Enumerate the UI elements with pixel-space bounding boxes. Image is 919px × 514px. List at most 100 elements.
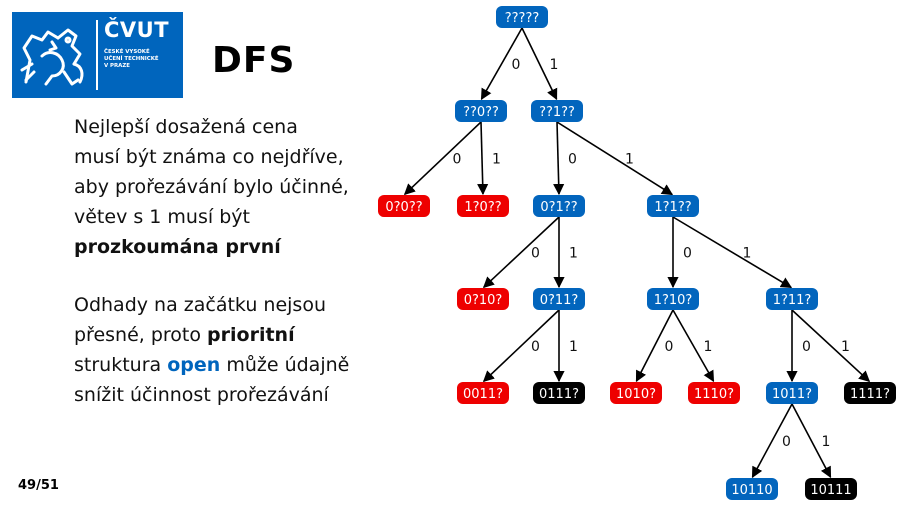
edge-label-n6-n10: 1 xyxy=(743,246,752,262)
edge-label-n8-n11: 0 xyxy=(531,339,540,355)
edge-label-n2-n6: 1 xyxy=(625,152,634,168)
logo-subtitle: ČESKÉ VYSOKÉ UČENÍ TECHNICKÉ V PRAZE xyxy=(104,49,159,69)
node-box xyxy=(533,382,585,404)
node-label: 1110? xyxy=(694,387,734,402)
node-box xyxy=(378,195,430,217)
lion-emblem-icon xyxy=(20,28,84,86)
para2-line4: snížit účinnost prořezávání xyxy=(74,384,329,406)
para1-line5-bold: prozkoumána první xyxy=(74,236,281,258)
edge-label-n5-n8: 1 xyxy=(569,246,578,262)
edge-label-n1-n3: 0 xyxy=(453,152,462,168)
tree-edge-n1-n3 xyxy=(403,121,482,196)
tree-node-n6: 1?1?? xyxy=(647,195,699,217)
paragraph-priority-open: Odhady na začátku nejsou přesné, proto p… xyxy=(74,290,404,410)
edge-label-n2-n5: 0 xyxy=(568,152,577,168)
tree-node-n8: 0?11? xyxy=(533,288,585,310)
tree-edge-n2-n6 xyxy=(556,121,674,196)
para2-line3-a: struktura xyxy=(74,354,168,376)
tree-node-n7: 0?10? xyxy=(457,288,509,310)
tree-node-n9: 1?10? xyxy=(647,288,699,310)
edge-label-n10-n15: 0 xyxy=(802,339,811,355)
paragraph-dfs-cost: Nejlepší dosažená cena musí být známa co… xyxy=(74,112,394,262)
tree-edge-n10-n16 xyxy=(791,309,871,383)
node-box xyxy=(610,382,662,404)
para1-line2: musí být známa co nejdříve, xyxy=(74,146,344,168)
logo-divider xyxy=(96,20,98,90)
para2-line3-c: může údajně xyxy=(220,354,350,376)
para1-line3: aby prořezávání bylo účinné, xyxy=(74,176,349,198)
tree-node-n11: 0011? xyxy=(457,382,509,404)
edge-label-n10-n16: 1 xyxy=(841,339,850,355)
node-box xyxy=(844,382,896,404)
para2-line3: struktura open může údajně xyxy=(74,350,404,380)
para2-line1: Odhady na začátku nejsou xyxy=(74,294,327,316)
node-label: 1010? xyxy=(616,387,656,402)
node-box xyxy=(533,195,585,217)
tree-node-n1: ??0?? xyxy=(455,100,507,122)
tree-node-n16: 1111? xyxy=(844,382,896,404)
tree-node-n12: 0111? xyxy=(533,382,585,404)
node-box xyxy=(647,288,699,310)
node-box xyxy=(457,195,509,217)
edge-label-n1-n4: 1 xyxy=(492,152,501,168)
node-box xyxy=(533,288,585,310)
node-box xyxy=(455,100,507,122)
tree-edge-n2-n5 xyxy=(553,121,565,196)
node-label: ??1?? xyxy=(539,105,575,120)
tree-edge-n9-n13 xyxy=(635,309,674,383)
page-number: 49/51 xyxy=(18,478,59,493)
tree-edge-n0-n2 xyxy=(521,27,558,101)
edge-label-n9-n14: 1 xyxy=(704,339,713,355)
para1-line4: větev s 1 musí být xyxy=(74,206,250,228)
node-label: 10110 xyxy=(731,483,772,498)
edge-label-n8-n12: 1 xyxy=(569,339,578,355)
tree-node-n17: 10110 xyxy=(726,478,778,500)
node-label: 0?11? xyxy=(540,293,579,308)
edge-label-n0-n2: 1 xyxy=(550,57,559,73)
tree-node-n4: 1?0?? xyxy=(457,195,509,217)
node-label: 0011? xyxy=(463,387,503,402)
node-label: 1?1?? xyxy=(654,200,691,215)
tree-node-n5: 0?1?? xyxy=(533,195,585,217)
edge-label-n6-n9: 0 xyxy=(683,246,692,262)
edge-label-n5-n7: 0 xyxy=(531,246,540,262)
node-box xyxy=(726,478,778,500)
node-box xyxy=(647,195,699,217)
cvut-logo: ČVUT ČESKÉ VYSOKÉ UČENÍ TECHNICKÉ V PRAZ… xyxy=(12,12,183,98)
node-label: 10111 xyxy=(810,483,851,498)
node-box xyxy=(457,288,509,310)
tree-edge-n1-n4 xyxy=(477,121,489,196)
node-label: ????? xyxy=(505,11,540,26)
node-box xyxy=(457,382,509,404)
para1-line1: Nejlepší dosažená cena xyxy=(74,116,298,138)
para2-line2-a: přesné, proto xyxy=(74,324,208,346)
node-box xyxy=(805,478,857,500)
tree-node-n15: 1011? xyxy=(766,382,818,404)
node-box xyxy=(531,100,583,122)
para2-line3-open: open xyxy=(167,354,221,376)
edge-label-n15-n18: 1 xyxy=(822,434,831,450)
para2-line2: přesné, proto prioritní xyxy=(74,320,404,350)
node-box xyxy=(496,6,548,28)
node-label: 0?10? xyxy=(464,293,503,308)
tree-node-n3: 0?0?? xyxy=(378,195,430,217)
node-label: 1?10? xyxy=(654,293,693,308)
tree-node-n0: ????? xyxy=(496,6,548,28)
node-box xyxy=(688,382,740,404)
tree-edge-n15-n17 xyxy=(751,403,793,479)
para2-line2-bold: prioritní xyxy=(207,324,295,346)
logo-name: ČVUT xyxy=(104,18,170,42)
tree-node-n18: 10111 xyxy=(805,478,857,500)
tree-edge-n5-n7 xyxy=(482,216,560,289)
tree-edge-n9-n14 xyxy=(672,309,715,383)
node-label: 1?11? xyxy=(773,293,812,308)
node-label: 1011? xyxy=(772,387,812,402)
tree-edge-n0-n1 xyxy=(480,27,523,101)
tree-node-n13: 1010? xyxy=(610,382,662,404)
node-box xyxy=(766,382,818,404)
tree-edge-n8-n11 xyxy=(482,309,560,383)
tree-node-n2: ??1?? xyxy=(531,100,583,122)
tree-edge-n15-n18 xyxy=(791,403,832,479)
edge-label-n0-n1: 0 xyxy=(512,57,521,73)
